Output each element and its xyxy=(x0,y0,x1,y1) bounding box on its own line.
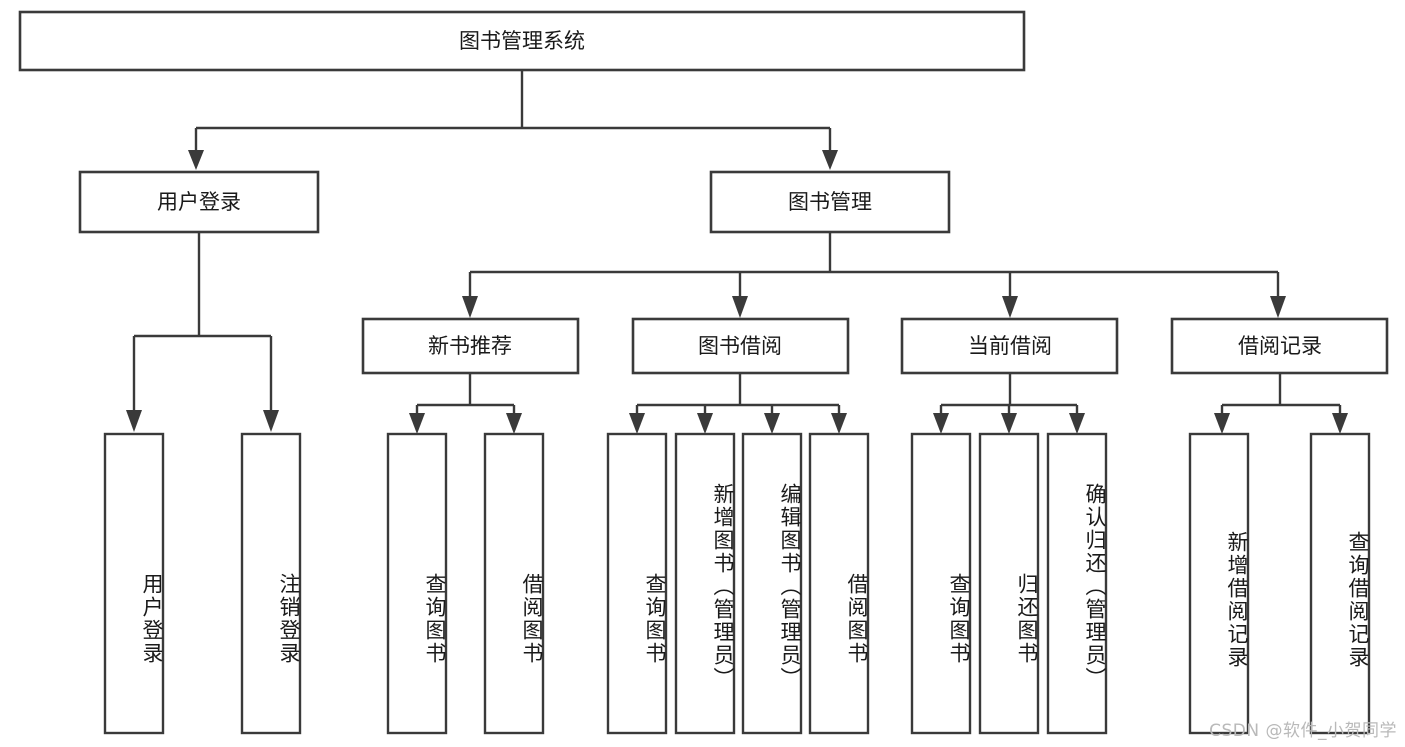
edge-new-book-recommend-to-leaves xyxy=(409,373,522,434)
arrow-head-icon xyxy=(629,413,645,434)
leaf-box-query-book-1[interactable] xyxy=(386,432,448,735)
node-root-box[interactable] xyxy=(18,10,1026,72)
leaf-box-confirm-return[interactable] xyxy=(1046,432,1108,735)
arrow-head-icon xyxy=(1002,296,1018,318)
node-new-book-recommend-label: 新书推荐 xyxy=(428,334,512,358)
arrow-head-icon xyxy=(697,413,713,434)
edge-user-login-to-leaves xyxy=(126,232,279,432)
arrow-head-icon xyxy=(933,413,949,434)
node-user-login-box[interactable] xyxy=(78,170,320,234)
node-user-login-label: 用户登录 xyxy=(157,190,241,214)
arrow-head-icon xyxy=(822,150,838,170)
arrow-head-icon xyxy=(732,296,748,318)
node-borrow-record[interactable]: 借阅记录 xyxy=(1170,317,1389,375)
node-root-label: 图书管理系统 xyxy=(459,29,585,53)
edge-borrow-record-to-leaves xyxy=(1214,373,1348,434)
edge-book-borrow-to-leaves xyxy=(629,373,847,434)
leaf-box-user-logout[interactable] xyxy=(240,432,302,735)
node-new-book-recommend[interactable]: 新书推荐 xyxy=(361,317,580,375)
arrow-head-icon xyxy=(1214,413,1230,434)
node-book-manage-label: 图书管理 xyxy=(788,190,872,214)
leaf-box-borrow-book-2[interactable] xyxy=(808,432,870,735)
edge-book-manage-to-level3 xyxy=(462,232,1286,318)
node-root[interactable]: 图书管理系统 xyxy=(18,10,1026,72)
leaf-box-borrow-book-1[interactable] xyxy=(483,432,545,735)
leaf-box-user-login[interactable] xyxy=(103,432,165,735)
node-book-manage[interactable]: 图书管理 xyxy=(709,170,951,234)
node-borrow-record-label: 借阅记录 xyxy=(1238,334,1322,358)
node-book-borrow[interactable]: 图书借阅 xyxy=(631,317,850,375)
leaf-box-edit-book[interactable] xyxy=(741,432,803,735)
node-current-borrow-label: 当前借阅 xyxy=(968,334,1052,358)
arrow-head-icon xyxy=(831,413,847,434)
arrow-head-icon xyxy=(764,413,780,434)
arrow-head-icon xyxy=(1270,296,1286,318)
arrow-head-icon xyxy=(506,413,522,434)
node-current-borrow[interactable]: 当前借阅 xyxy=(900,317,1119,375)
arrow-head-icon xyxy=(126,410,142,432)
leaf-box-add-book[interactable] xyxy=(674,432,736,735)
node-book-borrow-label: 图书借阅 xyxy=(698,334,782,358)
arrow-head-icon xyxy=(263,410,279,432)
leaf-box-query-book-2[interactable] xyxy=(606,432,668,735)
node-current-borrow-box[interactable] xyxy=(900,317,1119,375)
arrow-head-icon xyxy=(409,413,425,434)
edge-root-to-level2 xyxy=(188,70,838,170)
csdn-watermark: CSDN @软件_小贺同学 xyxy=(1209,721,1397,741)
leaf-box-query-record[interactable] xyxy=(1309,432,1371,735)
arrow-head-icon xyxy=(1001,413,1017,434)
leaf-box-query-book-3[interactable] xyxy=(910,432,972,735)
node-new-book-recommend-box[interactable] xyxy=(361,317,580,375)
leaf-box-return-book[interactable] xyxy=(978,432,1040,735)
arrow-head-icon xyxy=(1332,413,1348,434)
leaf-box-add-record[interactable] xyxy=(1188,432,1250,735)
arrow-head-icon xyxy=(1069,413,1085,434)
node-user-login[interactable]: 用户登录 xyxy=(78,170,320,234)
arrow-head-icon xyxy=(188,150,204,170)
arrow-head-icon xyxy=(462,296,478,318)
edge-current-borrow-to-leaves xyxy=(933,373,1085,434)
